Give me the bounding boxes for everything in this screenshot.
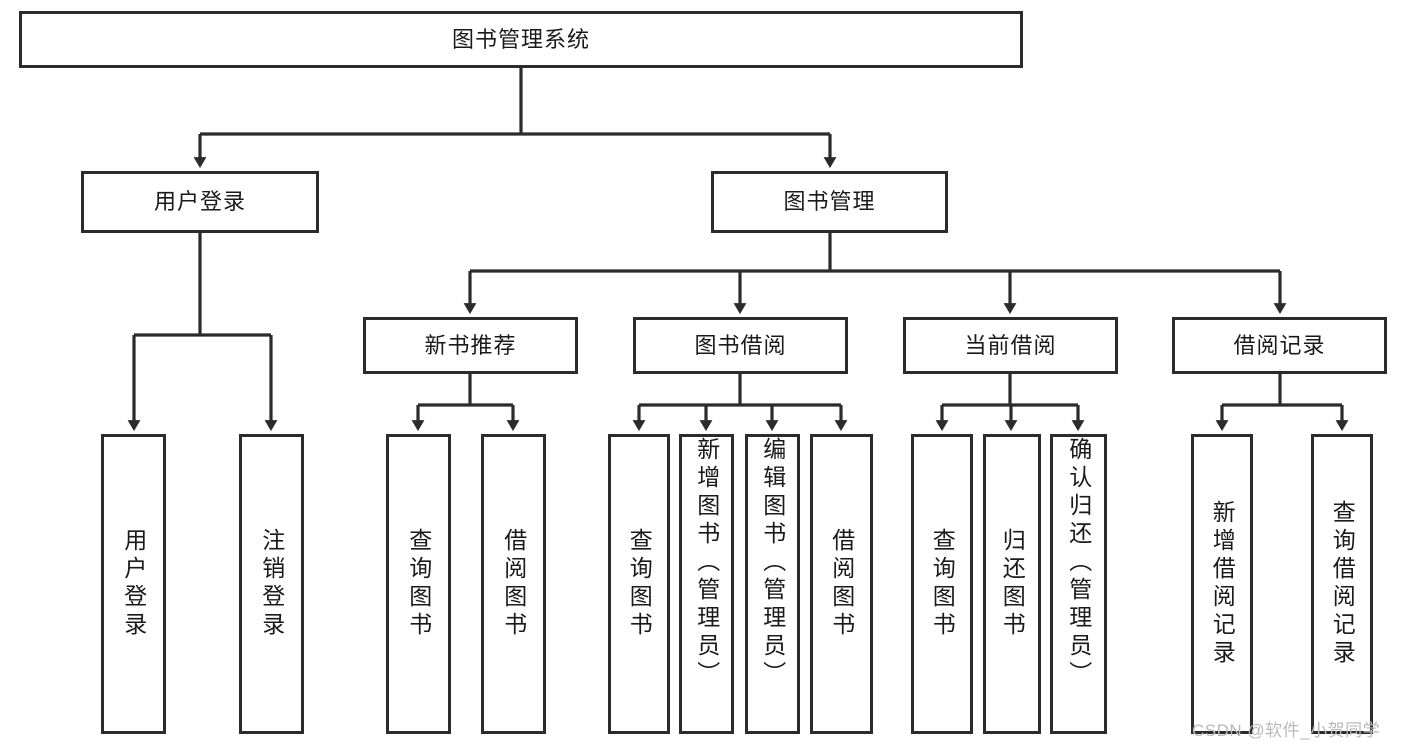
node-root-label: 图书管理系统 bbox=[451, 26, 590, 52]
node-root[interactable]: 图书管理系统 bbox=[19, 11, 1023, 68]
node-leaf-add-book[interactable]: 新增图书（管理员） bbox=[679, 434, 734, 734]
node-new-book-rec[interactable]: 新书推荐 bbox=[363, 317, 578, 374]
node-leaf-return-book[interactable]: 归还图书 bbox=[983, 434, 1041, 734]
node-leaf-borrow-book-1[interactable]: 借阅图书 bbox=[481, 434, 546, 734]
node-leaf-query-record[interactable]: 查询借阅记录 bbox=[1311, 434, 1373, 734]
node-current-borrow[interactable]: 当前借阅 bbox=[903, 317, 1118, 374]
node-borrow-record[interactable]: 借阅记录 bbox=[1172, 317, 1387, 374]
node-leaf-edit-book-label: 编辑图书（管理员） bbox=[759, 437, 786, 689]
node-new-book-rec-label: 新书推荐 bbox=[424, 332, 517, 358]
node-leaf-logout-label: 注销登录 bbox=[258, 528, 285, 640]
node-leaf-return-book-label: 归还图书 bbox=[999, 528, 1026, 640]
node-book-borrow-label: 图书借阅 bbox=[694, 332, 787, 358]
node-book-manage[interactable]: 图书管理 bbox=[711, 171, 948, 233]
node-user-login-label: 用户登录 bbox=[153, 189, 246, 215]
node-leaf-user-login[interactable]: 用户登录 bbox=[101, 434, 166, 734]
node-leaf-add-record[interactable]: 新增借阅记录 bbox=[1191, 434, 1253, 734]
node-leaf-query-book-1[interactable]: 查询图书 bbox=[386, 434, 451, 734]
node-leaf-borrow-book-1-label: 借阅图书 bbox=[500, 528, 527, 640]
node-leaf-add-book-label: 新增图书（管理员） bbox=[693, 437, 720, 689]
node-leaf-confirm-return[interactable]: 确认归还（管理员） bbox=[1050, 434, 1107, 734]
node-leaf-query-book-2-label: 查询图书 bbox=[626, 528, 653, 640]
node-leaf-confirm-return-label: 确认归还（管理员） bbox=[1065, 437, 1092, 689]
node-leaf-query-book-3[interactable]: 查询图书 bbox=[911, 434, 973, 734]
node-user-login[interactable]: 用户登录 bbox=[81, 171, 319, 233]
node-leaf-query-book-1-label: 查询图书 bbox=[405, 528, 432, 640]
node-current-borrow-label: 当前借阅 bbox=[964, 332, 1057, 358]
node-leaf-query-book-3-label: 查询图书 bbox=[929, 528, 956, 640]
node-leaf-query-book-2[interactable]: 查询图书 bbox=[608, 434, 670, 734]
node-leaf-user-login-label: 用户登录 bbox=[120, 528, 147, 640]
node-leaf-borrow-book-2[interactable]: 借阅图书 bbox=[810, 434, 873, 734]
csdn-watermark: CSDN @软件_小贺同学 bbox=[1192, 721, 1381, 740]
node-book-manage-label: 图书管理 bbox=[783, 189, 876, 215]
node-leaf-add-record-label: 新增借阅记录 bbox=[1209, 500, 1236, 668]
node-leaf-borrow-book-2-label: 借阅图书 bbox=[828, 528, 855, 640]
node-leaf-query-record-label: 查询借阅记录 bbox=[1329, 500, 1356, 668]
node-borrow-record-label: 借阅记录 bbox=[1233, 332, 1326, 358]
node-leaf-logout[interactable]: 注销登录 bbox=[239, 434, 304, 734]
node-book-borrow[interactable]: 图书借阅 bbox=[633, 317, 848, 374]
node-leaf-edit-book[interactable]: 编辑图书（管理员） bbox=[745, 434, 800, 734]
